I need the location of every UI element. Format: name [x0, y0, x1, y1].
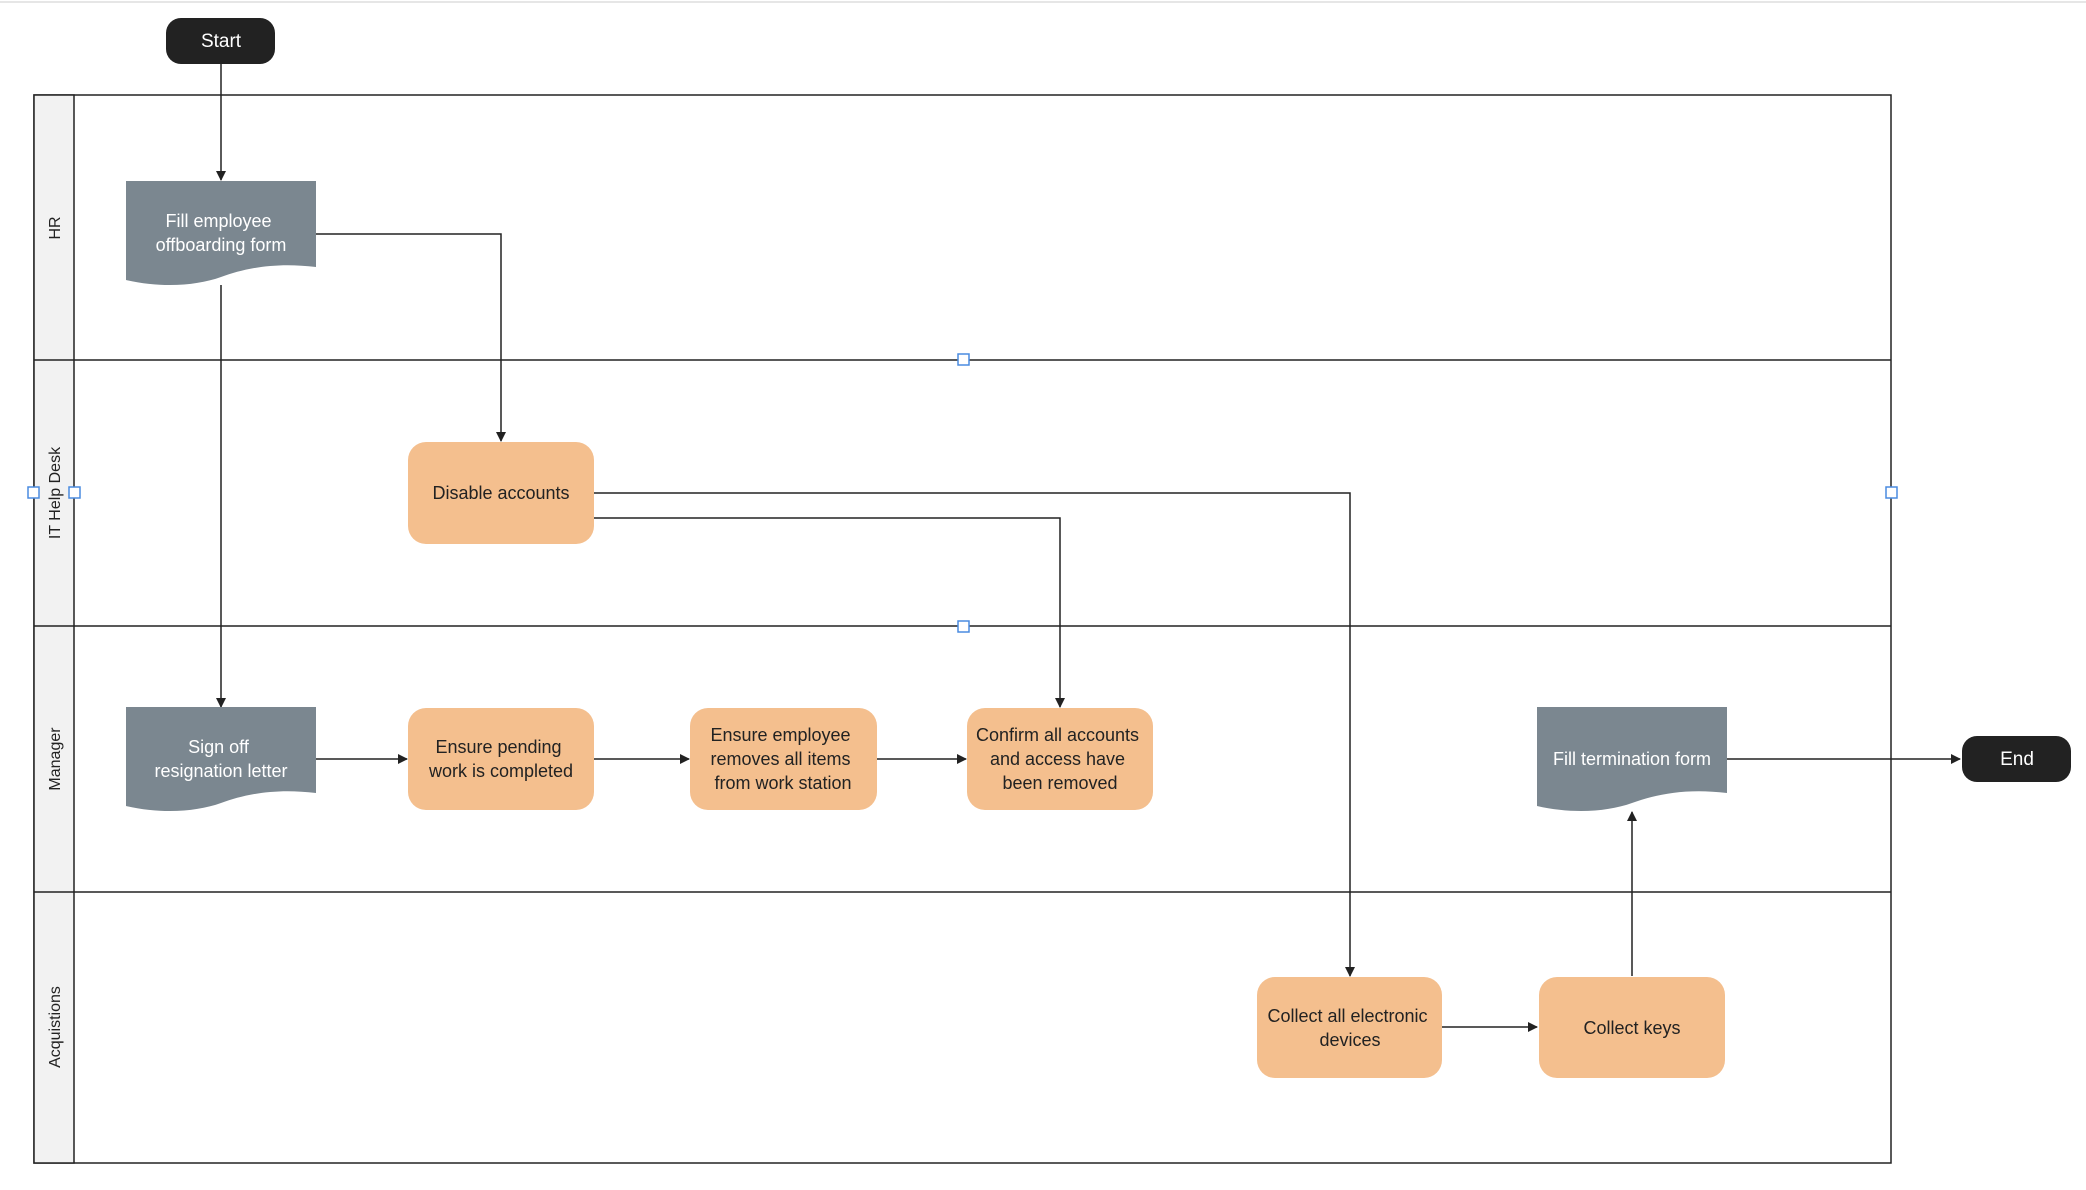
node-text: Ensure employee removes all items from w… [710, 725, 855, 793]
start-label: Start [201, 31, 242, 52]
document-shape[interactable] [1537, 707, 1727, 812]
end-terminal[interactable]: End [1962, 736, 2071, 782]
lane-label-manager: Manager [47, 727, 64, 791]
resize-handle-left-outer[interactable] [27, 486, 40, 499]
node-collect-keys[interactable]: Collect keys [1539, 977, 1725, 1078]
process-shape[interactable] [1539, 977, 1725, 1078]
connector-disable-to-collect-devices [594, 492, 1355, 977]
node-text: Confirm all accounts and access have bee… [976, 725, 1144, 793]
start-terminal-shape[interactable] [166, 18, 275, 64]
lane-label-it-help-desk: IT Help Desk [47, 446, 64, 539]
process-shape[interactable] [967, 708, 1153, 810]
node-fill-offboarding-form[interactable]: Fill employee offboarding form [126, 181, 316, 286]
resize-handle-left-inner[interactable] [68, 486, 81, 499]
resize-handle-bottom[interactable] [957, 620, 970, 633]
resize-handle-right[interactable] [1885, 486, 1898, 499]
process-shape[interactable] [408, 708, 594, 810]
lane-header-column [33, 94, 75, 1164]
node-text: Fill employee offboarding form [156, 211, 287, 255]
connectors [216, 64, 1961, 1032]
lane-label-hr: HR [47, 216, 64, 239]
node-text: Disable accounts [432, 483, 569, 503]
connector-disable-to-confirm [594, 517, 1065, 708]
end-terminal-shape[interactable] [1962, 736, 2071, 782]
process-shape[interactable] [690, 708, 877, 810]
document-shape[interactable] [126, 707, 316, 812]
node-fill-termination-form[interactable]: Fill termination form [1537, 707, 1727, 812]
node-sign-off-resignation-letter[interactable]: Sign off resignation letter [126, 707, 316, 812]
node-collect-electronic-devices[interactable]: Collect all electronic devices [1257, 977, 1442, 1078]
node-text: Collect keys [1583, 1018, 1680, 1038]
node-text: Sign off resignation letter [154, 737, 287, 781]
node-confirm-accounts-removed[interactable]: Confirm all accounts and access have bee… [967, 708, 1153, 810]
start-terminal[interactable]: Start [166, 18, 275, 64]
process-shape[interactable] [1257, 977, 1442, 1078]
end-label: End [2000, 749, 2034, 770]
swimlane-pool: HR IT Help Desk Manager Acquistions [33, 94, 1892, 1164]
node-text: Ensure pending work is completed [428, 737, 573, 781]
node-ensure-employee-removes-items[interactable]: Ensure employee removes all items from w… [690, 708, 877, 810]
connector-fill-form-to-disable [316, 233, 506, 442]
node-disable-accounts[interactable]: Disable accounts [408, 442, 594, 544]
process-shape[interactable] [408, 442, 594, 544]
selection-handles[interactable] [27, 353, 1898, 633]
lane-label-acquisitions: Acquistions [47, 986, 64, 1068]
resize-handle-top[interactable] [957, 353, 970, 366]
node-text: Fill termination form [1553, 749, 1711, 769]
node-text: Collect all electronic devices [1267, 1006, 1432, 1050]
node-ensure-pending-work[interactable]: Ensure pending work is completed [408, 708, 594, 810]
document-shape[interactable] [126, 181, 316, 286]
